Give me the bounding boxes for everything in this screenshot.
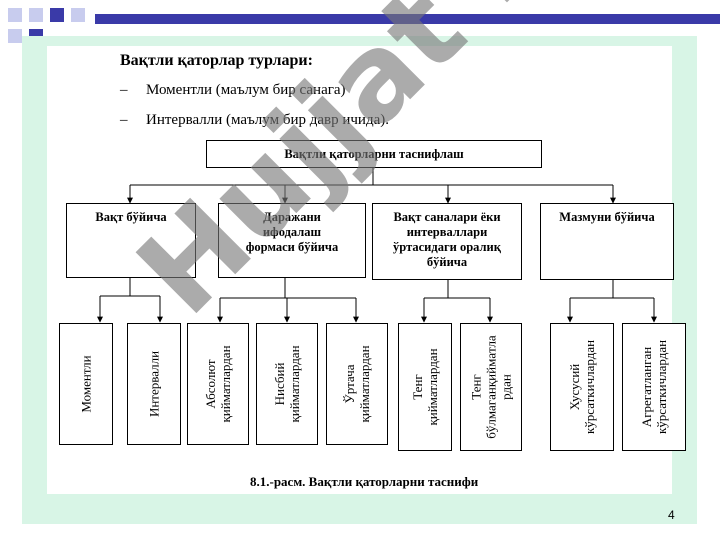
group-label-line: Вақт саналари ёки <box>393 210 501 224</box>
group-label-line: формаси бўйича <box>245 240 339 254</box>
bullet-marker: – <box>120 82 128 98</box>
group-connectors <box>97 278 657 323</box>
figure-caption: 8.1.-расм. Вақтли қаторларни таснифи <box>250 474 479 489</box>
group-label-line: Даражани <box>263 210 321 224</box>
decor-square <box>8 8 22 22</box>
page-number: 4 <box>668 508 675 522</box>
decor-square <box>71 8 85 22</box>
group-label-line: ўртасидаги оралиқ <box>393 240 501 254</box>
leaf-box-moment: Моментли <box>59 323 113 445</box>
decor-square <box>29 8 43 22</box>
leaf-box-interval: Интервалли <box>127 323 181 445</box>
bullet-marker: – <box>120 112 128 128</box>
root-connectors <box>127 168 616 204</box>
group-label-line: Мазмуни бўйича <box>559 210 655 224</box>
bullet-text: Моментли (маълум бир санага) <box>146 82 346 98</box>
leaf-label: Интервалли <box>146 350 162 418</box>
diagram-root-label: Вақтли қаторларни таснифлаш <box>284 146 464 161</box>
group-box-content: Мазмуни бўйича <box>540 203 674 280</box>
bullet-text: Интервалли (маълум бир давр ичида). <box>146 112 389 128</box>
title-bar <box>95 14 720 24</box>
diagram-root-box: Вақтли қаторларни таснифлаш <box>206 140 542 168</box>
leaf-label: Моментли <box>78 355 94 413</box>
slide-title: Вақтли қаторлар турлари: <box>120 52 313 69</box>
group-box-time: Вақт бўйича <box>66 203 196 278</box>
group-label-line: интерваллари <box>406 225 488 239</box>
decor-square <box>8 29 22 43</box>
group-box-interval: Вақт саналари ёки интерваллари ўртасидаг… <box>372 203 522 280</box>
group-label-line: бўйича <box>426 255 468 269</box>
group-label-line: Вақт бўйича <box>95 210 167 224</box>
decor-square <box>50 8 64 22</box>
group-label-line: ифодалаш <box>262 225 322 239</box>
group-box-form: Даражани ифодалаш формаси бўйича <box>218 203 366 278</box>
